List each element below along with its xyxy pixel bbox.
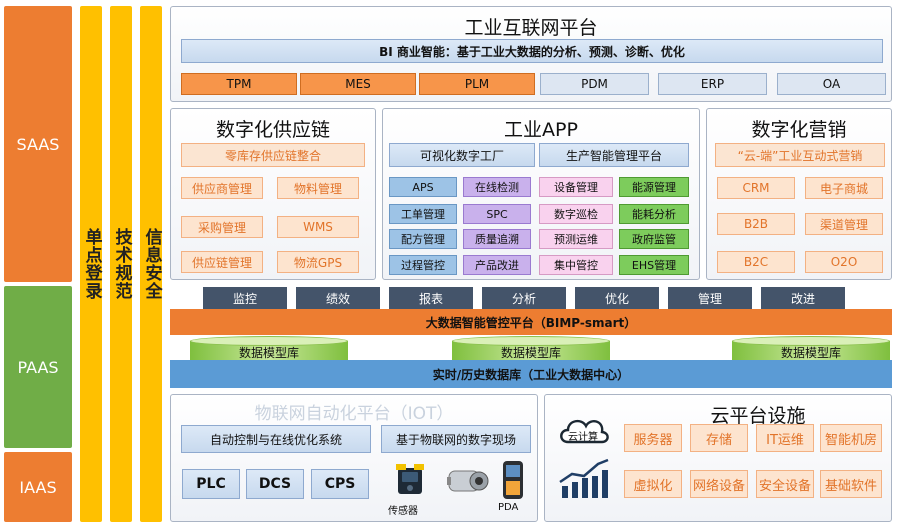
cloud-title: 云平台设施 bbox=[710, 405, 806, 427]
supply-item-scm: 供应链管理 bbox=[181, 251, 263, 273]
system-oa: OA bbox=[777, 73, 886, 95]
app-energy: 能源管理 bbox=[619, 177, 689, 197]
tier-iaas-label: IAAS bbox=[19, 477, 57, 497]
cloud-svc-virtualization: 虚拟化 bbox=[624, 470, 682, 498]
data-model-label-3: 数据模型库 bbox=[780, 346, 841, 360]
system-pdm: PDM bbox=[540, 73, 649, 95]
cloud-svc-network: 网络设备 bbox=[690, 470, 748, 498]
system-erp: ERP bbox=[658, 73, 767, 95]
tier-iaas: IAAS bbox=[4, 452, 72, 522]
marketing-banner: “云-端”工业互动式营销 bbox=[715, 143, 885, 167]
tier-paas-label: PAAS bbox=[17, 357, 59, 377]
app-energy-analysis: 能耗分析 bbox=[619, 204, 689, 224]
marketing-channel: 渠道管理 bbox=[805, 213, 883, 235]
tool-monitor: 监控 bbox=[203, 287, 287, 309]
cloud-panel: 云平台设施 bbox=[544, 394, 892, 522]
tool-report: 报表 bbox=[389, 287, 473, 309]
system-tpm: TPM bbox=[181, 73, 297, 95]
supply-item-supplier: 供应商管理 bbox=[181, 177, 263, 199]
pda-icon bbox=[500, 460, 526, 500]
tier-saas: SAAS bbox=[4, 6, 72, 282]
vbar-single-sign-on-label: 单点登录 bbox=[81, 228, 102, 300]
app-online-inspection: 在线检测 bbox=[463, 177, 531, 197]
supply-item-purchase: 采购管理 bbox=[181, 216, 263, 238]
marketing-b2b: B2B bbox=[717, 213, 795, 235]
iot-title: 物联网自动化平台（IOT） bbox=[254, 404, 454, 424]
cloud-svc-base-software: 基础软件 bbox=[820, 470, 882, 498]
vbar-tech-spec-label: 技术规范 bbox=[111, 228, 132, 300]
cloud-svc-storage: 存储 bbox=[690, 424, 748, 452]
app-central-control: 集中管控 bbox=[539, 255, 613, 275]
tier-paas: PAAS bbox=[4, 286, 72, 448]
industrial-app-title: 工业APP bbox=[504, 119, 578, 141]
app-quality-trace: 质量追溯 bbox=[463, 229, 531, 249]
visual-factory-header: 可视化数字工厂 bbox=[389, 143, 535, 167]
system-mes: MES bbox=[300, 73, 416, 95]
app-aps: APS bbox=[389, 177, 457, 197]
controller-cps: CPS bbox=[311, 469, 369, 499]
sensor-device-icon bbox=[392, 462, 428, 498]
marketing-crm: CRM bbox=[717, 177, 795, 199]
platform-title: 工业互联网平台 bbox=[464, 17, 598, 39]
data-model-label-1: 数据模型库 bbox=[238, 346, 299, 360]
app-recipe: 配方管理 bbox=[389, 229, 457, 249]
vbar-info-security: 信息安全 bbox=[140, 6, 162, 522]
tier-saas-label: SAAS bbox=[16, 134, 60, 154]
tool-improve: 改进 bbox=[761, 287, 845, 309]
production-platform-header: 生产智能管理平台 bbox=[539, 143, 689, 167]
system-plm: PLM bbox=[419, 73, 535, 95]
marketing-panel: 数字化营销 “云-端”工业互动式营销 CRM 电子商城 B2B 渠道管理 B2C… bbox=[706, 108, 892, 280]
data-model-label-2: 数据模型库 bbox=[500, 346, 561, 360]
cloud-svc-smart-room: 智能机房 bbox=[820, 424, 882, 452]
supply-item-material: 物料管理 bbox=[277, 177, 359, 199]
supply-item-gps: 物流GPS bbox=[277, 251, 359, 273]
supply-chain-banner: 零库存供应链整合 bbox=[181, 143, 365, 167]
iot-digital-site-box: 基于物联网的数字现场 bbox=[381, 425, 531, 453]
marketing-ecommerce: 电子商城 bbox=[805, 177, 883, 199]
cloud-svc-security: 安全设备 bbox=[756, 470, 814, 498]
camera-icon bbox=[445, 463, 493, 499]
growth-chart-icon bbox=[556, 458, 612, 500]
cloud-computing-icon bbox=[556, 412, 612, 448]
cloud-svc-it-ops: IT运维 bbox=[756, 424, 814, 452]
cloud-svc-server: 服务器 bbox=[624, 424, 682, 452]
controller-dcs: DCS bbox=[246, 469, 304, 499]
cloud-computing-label: 云计算 bbox=[568, 432, 598, 443]
supply-item-wms: WMS bbox=[277, 216, 359, 238]
supply-chain-title: 数字化供应链 bbox=[215, 119, 330, 141]
vbar-info-security-label: 信息安全 bbox=[141, 228, 162, 300]
supply-chain-panel: 数字化供应链 零库存供应链整合 供应商管理 物料管理 采购管理 WMS 供应链管… bbox=[170, 108, 376, 280]
marketing-o2o: O2O bbox=[805, 251, 883, 273]
bi-banner: BI 商业智能：基于工业大数据的分析、预测、诊断、优化 bbox=[181, 39, 883, 63]
bimp-bar: 大数据智能管控平台（BIMP-smart） bbox=[170, 309, 892, 335]
tool-analysis: 分析 bbox=[482, 287, 566, 309]
pda-label: PDA bbox=[498, 502, 519, 513]
app-product-improve: 产品改进 bbox=[463, 255, 531, 275]
app-spc: SPC bbox=[463, 204, 531, 224]
marketing-title: 数字化营销 bbox=[751, 119, 847, 141]
app-gov-supervision: 政府监管 bbox=[619, 229, 689, 249]
app-digital-patrol: 数字巡检 bbox=[539, 204, 613, 224]
vbar-tech-spec: 技术规范 bbox=[110, 6, 132, 522]
vbar-single-sign-on: 单点登录 bbox=[80, 6, 102, 522]
tool-optimize: 优化 bbox=[575, 287, 659, 309]
tool-manage: 管理 bbox=[668, 287, 752, 309]
app-work-order: 工单管理 bbox=[389, 204, 457, 224]
iot-auto-control-box: 自动控制与在线优化系统 bbox=[181, 425, 371, 453]
app-ehs: EHS管理 bbox=[619, 255, 689, 275]
realtime-db-bar: 实时/历史数据库（工业大数据中心） bbox=[170, 360, 892, 388]
tool-performance: 绩效 bbox=[296, 287, 380, 309]
marketing-b2c: B2C bbox=[717, 251, 795, 273]
controller-plc: PLC bbox=[182, 469, 240, 499]
sensor-label: 传感器 bbox=[388, 506, 418, 517]
app-equipment: 设备管理 bbox=[539, 177, 613, 197]
iot-panel: 物联网自动化平台（IOT） 自动控制与在线优化系统 基于物联网的数字现场 bbox=[170, 394, 538, 522]
platform-panel: 工业互联网平台 BI 商业智能：基于工业大数据的分析、预测、诊断、优化 TPM … bbox=[170, 6, 892, 102]
industrial-app-panel: 工业APP 可视化数字工厂 生产智能管理平台 APS 工单管理 配方管理 过程管… bbox=[382, 108, 700, 280]
app-predictive-maint: 预测运维 bbox=[539, 229, 613, 249]
app-process-control: 过程管控 bbox=[389, 255, 457, 275]
